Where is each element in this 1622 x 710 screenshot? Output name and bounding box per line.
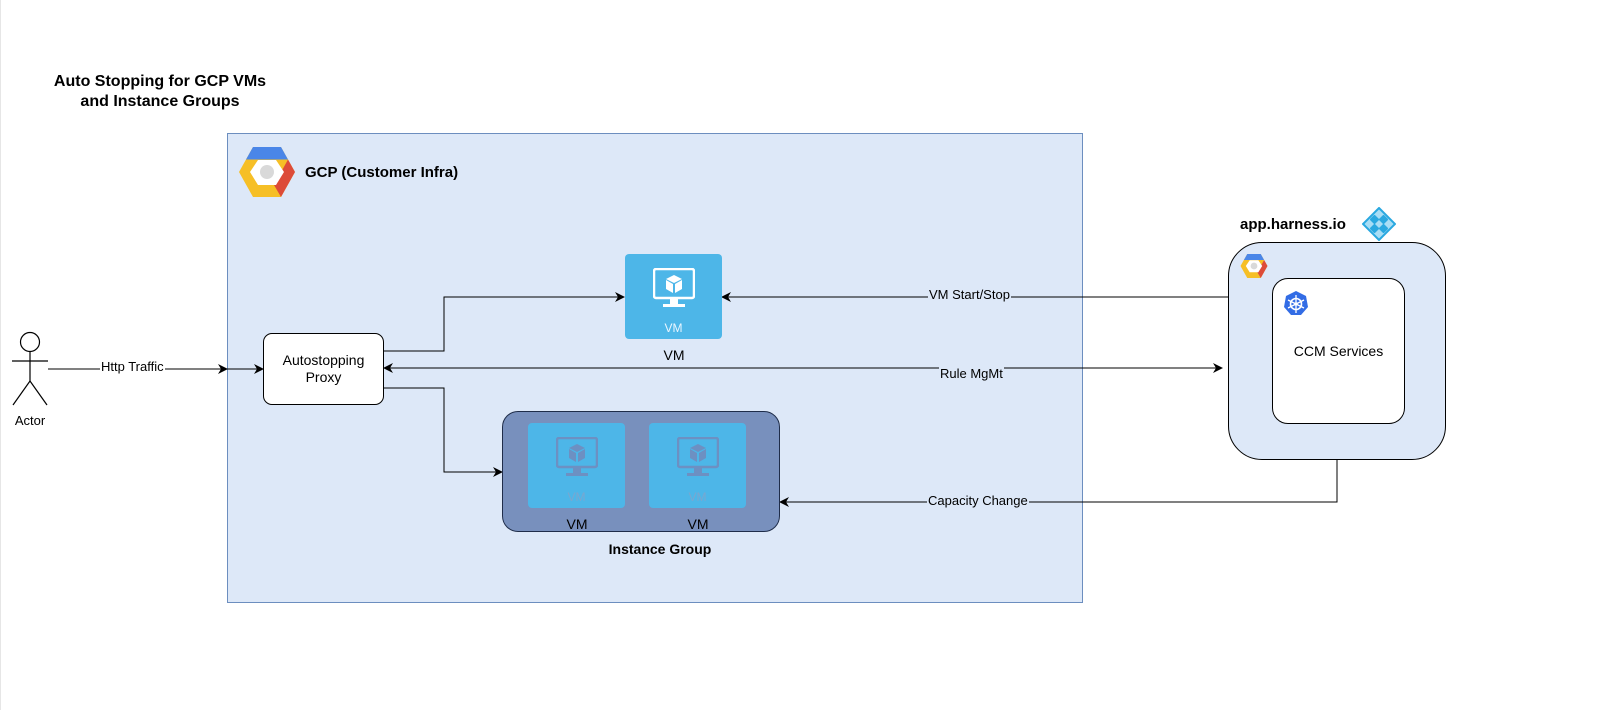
ig-vm-label: VM	[687, 516, 709, 532]
instance-group-label: Instance Group	[608, 541, 712, 557]
edge-label-vm-start-stop: VM Start/Stop	[928, 287, 1011, 302]
ig-vm-tile-caption: VM	[567, 490, 586, 504]
monitor-cube-icon	[556, 437, 598, 476]
ccm-services-label: CCM Services	[1293, 343, 1384, 359]
google-cloud-small-icon	[1240, 253, 1268, 279]
vm-tile-caption: VM	[664, 321, 683, 335]
vm-tile: VM	[625, 254, 722, 339]
harness-logo-icon	[1362, 207, 1396, 241]
edge-proxy-to-vm	[384, 292, 625, 352]
edge-capacity-change	[779, 460, 1338, 507]
vm-label: VM	[663, 347, 685, 363]
harness-label: app.harness.io	[1240, 216, 1346, 233]
monitor-cube-icon	[677, 437, 719, 476]
edge-proxy-to-instance-group	[384, 387, 503, 477]
edge-label-http-traffic: Http Traffic	[100, 359, 165, 374]
canvas-left-border	[0, 0, 1, 710]
ig-vm-tile-2: VM	[649, 423, 746, 508]
google-cloud-icon	[239, 147, 295, 197]
diagram-title: Auto Stopping for GCP VMs and Instance G…	[53, 73, 267, 110]
gcp-region-label: GCP (Customer Infra)	[305, 164, 459, 181]
edge-label-capacity-change: Capacity Change	[927, 493, 1029, 508]
kubernetes-icon	[1284, 291, 1308, 315]
ig-vm-tile-caption: VM	[688, 490, 707, 504]
actor-label: Actor	[14, 413, 46, 428]
autostopping-proxy: Autostopping Proxy	[263, 333, 384, 405]
actor-icon	[12, 331, 48, 406]
monitor-cube-icon	[653, 268, 695, 307]
edge-label-rule-mgmt: Rule MgMt	[939, 366, 1004, 381]
ig-vm-tile-1: VM	[528, 423, 625, 508]
ig-vm-label: VM	[566, 516, 588, 532]
